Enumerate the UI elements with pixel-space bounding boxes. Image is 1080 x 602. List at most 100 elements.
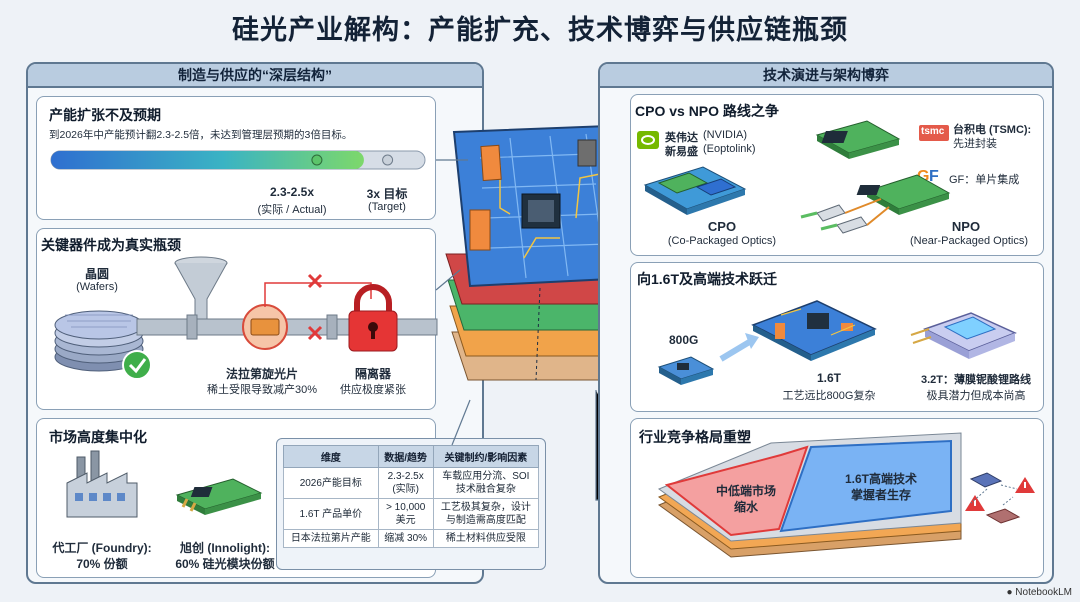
actual-sub: (实际 / Actual) xyxy=(257,204,327,216)
right-panel-header: 技术演进与架构博弈 xyxy=(600,64,1052,88)
nvidia-logo-icon xyxy=(637,131,659,149)
foundry-label: 代工厂 (Foundry): xyxy=(52,541,152,555)
factory-icon xyxy=(66,450,138,518)
footer-brand: ● NotebookLM xyxy=(1006,587,1072,598)
actual-marker xyxy=(311,154,323,166)
table-row: 1.6T 产品单价> 10,000 美元工艺极其复杂，设计 与制造需高度匹配 xyxy=(283,498,540,530)
svg-text:F: F xyxy=(929,168,939,185)
capacity-desc: 到2026年中产能预计翻2.3-2.5倍，未达到管理层预期的3倍目标。 xyxy=(49,129,353,141)
eoptolink-en-label: (Eoptolink) xyxy=(703,143,756,155)
chip-32t-icon xyxy=(910,312,1017,359)
bottleneck-heading: 关键器件成为真实瓶颈 xyxy=(41,237,181,253)
table-cell: 工艺极其复杂，设计 与制造需高度匹配 xyxy=(432,498,540,530)
low-end-label: 中低端市场 缩水 xyxy=(715,484,776,514)
target-sub: (Target) xyxy=(368,201,406,213)
warning-icon xyxy=(1015,477,1035,493)
table-cell: > 10,000 美元 xyxy=(377,498,434,530)
foundry-share: 70% 份额 xyxy=(76,557,128,571)
bottleneck-card: 关键器件成为真实瓶颈 晶圆 (Wafers) xyxy=(36,228,438,410)
wafer-label: 晶圆 xyxy=(84,267,109,281)
table-cell: 缩减 30% xyxy=(377,529,434,548)
capacity-heading: 产能扩张不及预期 xyxy=(49,107,161,123)
chip-800g-icon xyxy=(657,356,715,385)
cpo-npo-illustration: G F xyxy=(637,120,951,234)
table-cell: 2026产能目标 xyxy=(283,467,379,499)
tsmc-label: 台积电 (TSMC): xyxy=(953,124,1032,136)
chip-small-icon xyxy=(969,472,1003,488)
footer-text: NotebookLM xyxy=(1015,587,1072,598)
label-16t: 1.6T xyxy=(816,371,841,385)
cpo-sub: (Co-Packaged Optics) xyxy=(667,235,777,247)
cpo-npo-card: CPO vs NPO 路线之争 G F xyxy=(630,94,1044,256)
notebook-icon: ● xyxy=(1006,587,1013,598)
tsmc-sub: 先进封装 xyxy=(953,138,997,150)
eoptolink-cn-label: 新易盛 xyxy=(665,146,698,158)
cpo-chip-icon xyxy=(643,166,747,215)
table-cell: 稀土材料供应受限 xyxy=(432,529,540,548)
table-cell: 1.6T 产品单价 xyxy=(283,498,379,530)
table-row: 日本法拉第片产能缩减 30%稀土材料供应受限 xyxy=(283,529,540,548)
innolight-share: 60% 硅光模块份额 xyxy=(175,557,275,571)
table-header: 维度 xyxy=(283,445,379,468)
npo-sub: (Near-Packaged Optics) xyxy=(910,235,1028,247)
lock-icon xyxy=(348,284,398,352)
optical-module-icon xyxy=(175,478,263,515)
isolator-label: 隔离器 xyxy=(354,367,391,381)
table-cell: 车载应用分流、SOI 技术融合复杂 xyxy=(432,467,540,499)
central-chip-stack-illustration xyxy=(445,124,633,381)
faraday-rotator-icon xyxy=(242,304,288,350)
cpo-title: CPO xyxy=(707,219,737,234)
check-icon xyxy=(122,350,152,380)
competition-card: 行业竞争格局重塑 中低端市场 缩水 1.6T高端技术 掌握者生存 xyxy=(630,418,1044,578)
wafer-stack-icon xyxy=(54,310,144,372)
tsmc-chip-icon xyxy=(815,120,901,159)
faraday-sub: 稀土受限导致减产30% xyxy=(206,384,317,396)
bottleneck-illustration xyxy=(54,256,438,380)
target-value: 3x 目标 xyxy=(366,187,408,201)
faraday-label: 法拉第旋光片 xyxy=(225,367,298,381)
competition-illustration xyxy=(657,432,1035,558)
chip-16t-icon xyxy=(751,300,877,361)
table-cell: 2.3-2.5x (实际) xyxy=(377,467,434,499)
label-32t-sub: 极具潜力但成本尚高 xyxy=(926,390,1026,402)
actual-value: 2.3-2.5x xyxy=(269,185,315,199)
upgrade-heading: 向1.6T及高端技术跃迁 xyxy=(637,271,778,287)
capacity-progress-fill xyxy=(51,151,364,169)
warning-icon xyxy=(965,495,985,511)
target-marker xyxy=(382,154,394,166)
funnel-icon xyxy=(174,256,228,326)
market-heading: 市场高度集中化 xyxy=(49,429,147,445)
upgrade-illustration xyxy=(657,300,1017,385)
capacity-card: 产能扩张不及预期 到2026年中产能预计翻2.3-2.5倍，未达到管理层预期的3… xyxy=(36,96,436,220)
npo-module-icon xyxy=(800,174,951,234)
label-32t: 3.2T：薄膜铌酸锂路线 xyxy=(920,374,1031,386)
table-header: 数据/趋势 xyxy=(377,445,434,468)
table-cell: 日本法拉第片产能 xyxy=(283,529,379,548)
page-title: 硅光产业解构：产能扩充、技术博弈与供应链瓶颈 xyxy=(232,15,848,45)
competition-heading: 行业竞争格局重塑 xyxy=(639,429,751,445)
tsmc-logo-icon xyxy=(919,125,949,141)
npo-title: NPO xyxy=(951,219,981,234)
label-800g: 800G xyxy=(669,333,699,347)
cpo-npo-heading: CPO vs NPO 路线之争 xyxy=(635,103,779,119)
upgrade-card: 向1.6T及高端技术跃迁 800G 1.6T xyxy=(630,262,1044,412)
chip-small-icon xyxy=(985,508,1021,524)
capacity-progress-bar xyxy=(50,150,426,170)
label-16t-sub: 工艺远比800G复杂 xyxy=(782,390,876,402)
arrow-right-icon xyxy=(719,333,759,362)
x-mark-icon xyxy=(307,325,323,341)
nvidia-cn-label: 英伟达 xyxy=(665,132,698,144)
left-panel-header: 制造与供应的“深层结构” xyxy=(28,64,482,88)
nvidia-en-label: (NVIDIA) xyxy=(703,129,747,141)
innolight-label: 旭创 (Innolight): xyxy=(180,541,270,555)
high-end-label: 1.6T高端技术 掌握者生存 xyxy=(844,472,917,502)
market-illustration xyxy=(66,450,263,518)
isolator-sub: 供应极度紧张 xyxy=(340,384,406,396)
table-header: 关键制约/影响因素 xyxy=(432,445,540,468)
tsmc-logo-text: tsmc xyxy=(921,126,945,137)
gf-label: GF：单片集成 xyxy=(949,174,1020,186)
wafer-sub: (Wafers) xyxy=(76,281,118,293)
